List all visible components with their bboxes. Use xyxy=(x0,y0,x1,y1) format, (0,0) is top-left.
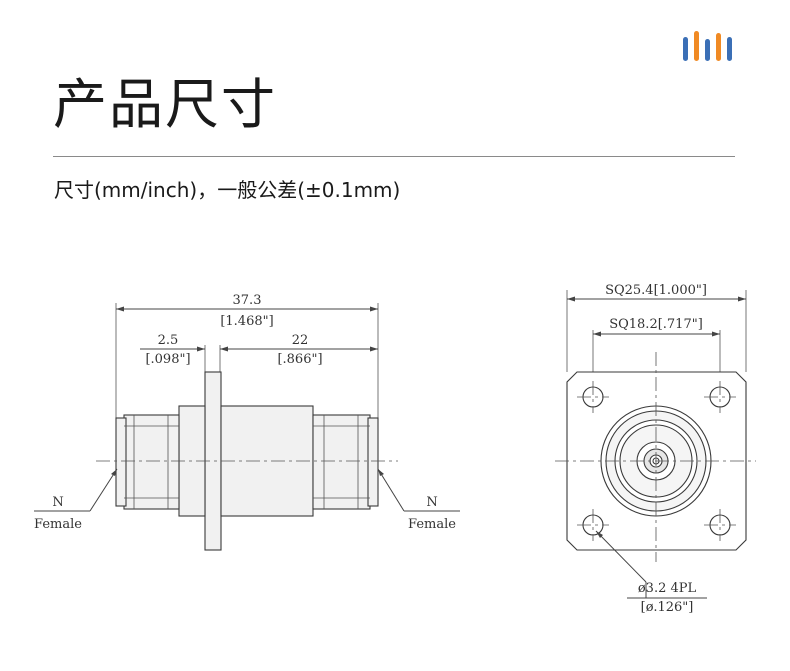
right-connector-type: N xyxy=(426,495,437,510)
logo-bar xyxy=(727,37,732,61)
page-title: 产品尺寸 xyxy=(53,73,277,136)
right-connector-gender: Female xyxy=(408,517,456,532)
hole-diameter-mm: ø3.2 4PL xyxy=(638,581,697,596)
logo-bar xyxy=(705,39,710,61)
left-connector-gender: Female xyxy=(34,517,82,532)
brand-logo-icon xyxy=(681,31,733,61)
logo-bar xyxy=(683,37,688,61)
front-view: SQ25.4[1.000"] SQ18.2[.717"] xyxy=(555,283,756,615)
overall-length-in: [1.468"] xyxy=(220,314,273,329)
outer-square-dim: SQ25.4[1.000"] xyxy=(605,283,707,298)
right-length-in: [.866"] xyxy=(277,352,322,367)
hole-spacing-dim: SQ18.2[.717"] xyxy=(609,317,703,332)
logo-bar xyxy=(694,31,699,61)
hole-diameter-in: [ø.126"] xyxy=(641,600,694,615)
flange-offset-mm: 2.5 xyxy=(158,333,179,348)
left-connector-type: N xyxy=(52,495,63,510)
overall-length-mm: 37.3 xyxy=(233,293,262,308)
flange-offset-in: [.098"] xyxy=(145,352,190,367)
page-subtitle: 尺寸(mm/inch)，一般公差(±0.1mm) xyxy=(54,178,401,202)
side-view: 37.3 [1.468"] 2.5 [.098"] 22 [.866"] xyxy=(34,293,460,551)
logo-bar xyxy=(716,33,721,61)
title-divider xyxy=(53,156,735,157)
right-length-mm: 22 xyxy=(292,333,309,348)
